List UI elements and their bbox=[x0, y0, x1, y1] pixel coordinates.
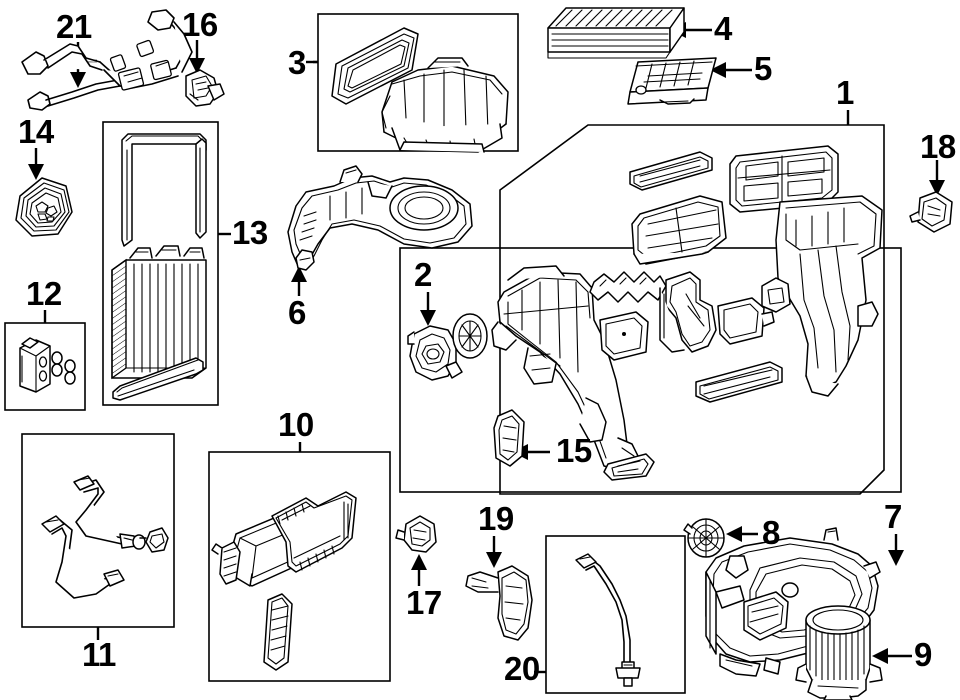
leader-2-arrow bbox=[420, 310, 436, 326]
group-box-1 bbox=[499, 124, 885, 495]
callout-17: 17 bbox=[406, 584, 442, 621]
part-heater-hoses-11 bbox=[41, 475, 169, 599]
part-drain-elbow-19 bbox=[465, 565, 533, 641]
callout-9: 9 bbox=[914, 636, 932, 673]
part-filter-door-5 bbox=[627, 57, 717, 105]
part-temp-sensor-18 bbox=[909, 191, 953, 233]
callout-8: 8 bbox=[762, 514, 780, 551]
callout-10: 10 bbox=[278, 406, 314, 443]
leader-17-arrow bbox=[411, 554, 427, 570]
part-expansion-valve-12 bbox=[19, 337, 76, 393]
leader-14-arrow bbox=[28, 164, 44, 180]
callout-11: 11 bbox=[82, 636, 116, 673]
callout-1: 1 bbox=[836, 74, 854, 111]
group-box-13 bbox=[102, 121, 219, 406]
part-heater-core-10 bbox=[211, 491, 357, 671]
part-blower-case-3 bbox=[331, 27, 509, 153]
part-cabin-filter-4 bbox=[547, 7, 685, 59]
group-box-20 bbox=[545, 535, 686, 694]
callout-13: 13 bbox=[232, 214, 268, 251]
leader-16-arrow bbox=[189, 58, 205, 74]
callout-20: 20 bbox=[504, 650, 540, 687]
part-door-link-15 bbox=[493, 409, 525, 467]
callout-2: 2 bbox=[414, 256, 432, 293]
callout-5: 5 bbox=[754, 50, 772, 87]
callout-3: 3 bbox=[288, 44, 306, 81]
part-connector-clip-17 bbox=[395, 515, 437, 553]
leader-9-arrow bbox=[872, 648, 888, 664]
leader-5-arrow bbox=[710, 62, 726, 78]
leader-8-arrow bbox=[726, 526, 742, 542]
part-case-seal-14 bbox=[15, 177, 73, 237]
callout-18: 18 bbox=[920, 128, 956, 165]
part-blower-wheel-9 bbox=[795, 605, 883, 700]
part-actuator-motor-2 bbox=[407, 313, 488, 381]
callout-7: 7 bbox=[884, 498, 902, 535]
callout-6: 6 bbox=[288, 294, 306, 331]
leader-18-arrow bbox=[929, 180, 945, 196]
callout-12: 12 bbox=[26, 275, 62, 312]
callout-21: 21 bbox=[56, 8, 92, 45]
leader-19-arrow bbox=[486, 552, 502, 568]
part-wheel-clip-8 bbox=[683, 518, 725, 558]
callout-14: 14 bbox=[18, 113, 54, 150]
part-evaporator-13 bbox=[111, 133, 207, 401]
leader-21-arrow bbox=[70, 72, 86, 88]
part-hvac-case-1 bbox=[491, 145, 883, 481]
callout-19: 19 bbox=[478, 500, 514, 537]
leader-6-arrow bbox=[291, 266, 307, 282]
part-wiring-harness bbox=[21, 9, 193, 111]
oring-set bbox=[51, 351, 76, 385]
leader-7-arrow bbox=[888, 550, 904, 566]
callout-16: 16 bbox=[182, 6, 218, 43]
part-inlet-duct-6 bbox=[287, 165, 473, 271]
part-drain-hose-20 bbox=[575, 553, 641, 687]
callout-15: 15 bbox=[556, 432, 592, 469]
part-actuator-16 bbox=[185, 69, 225, 107]
callout-4: 4 bbox=[714, 10, 732, 47]
